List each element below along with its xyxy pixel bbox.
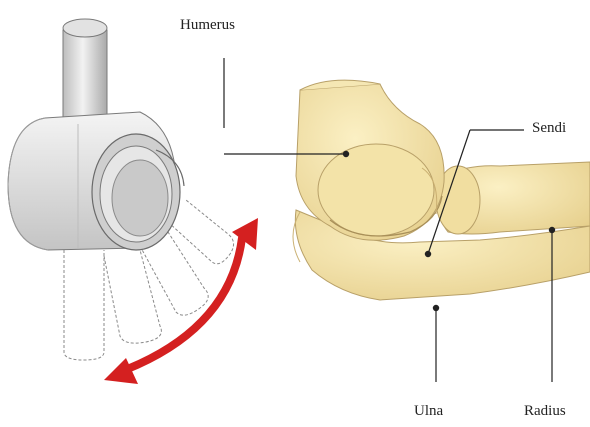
ulna-label: Ulna <box>414 404 443 419</box>
hinge-post-top <box>63 19 107 37</box>
humerus-dot <box>343 151 348 156</box>
sendi-label: Sendi <box>532 121 566 136</box>
hinge-joint-model-icon <box>8 19 234 360</box>
hinge-disc-core <box>112 160 168 236</box>
sendi-dot <box>425 251 430 256</box>
humerus-condyle <box>318 144 434 236</box>
humerus-label: Humerus <box>180 18 235 33</box>
elbow-joint-bones-illustration <box>293 80 590 300</box>
radius-label: Radius <box>524 404 566 419</box>
